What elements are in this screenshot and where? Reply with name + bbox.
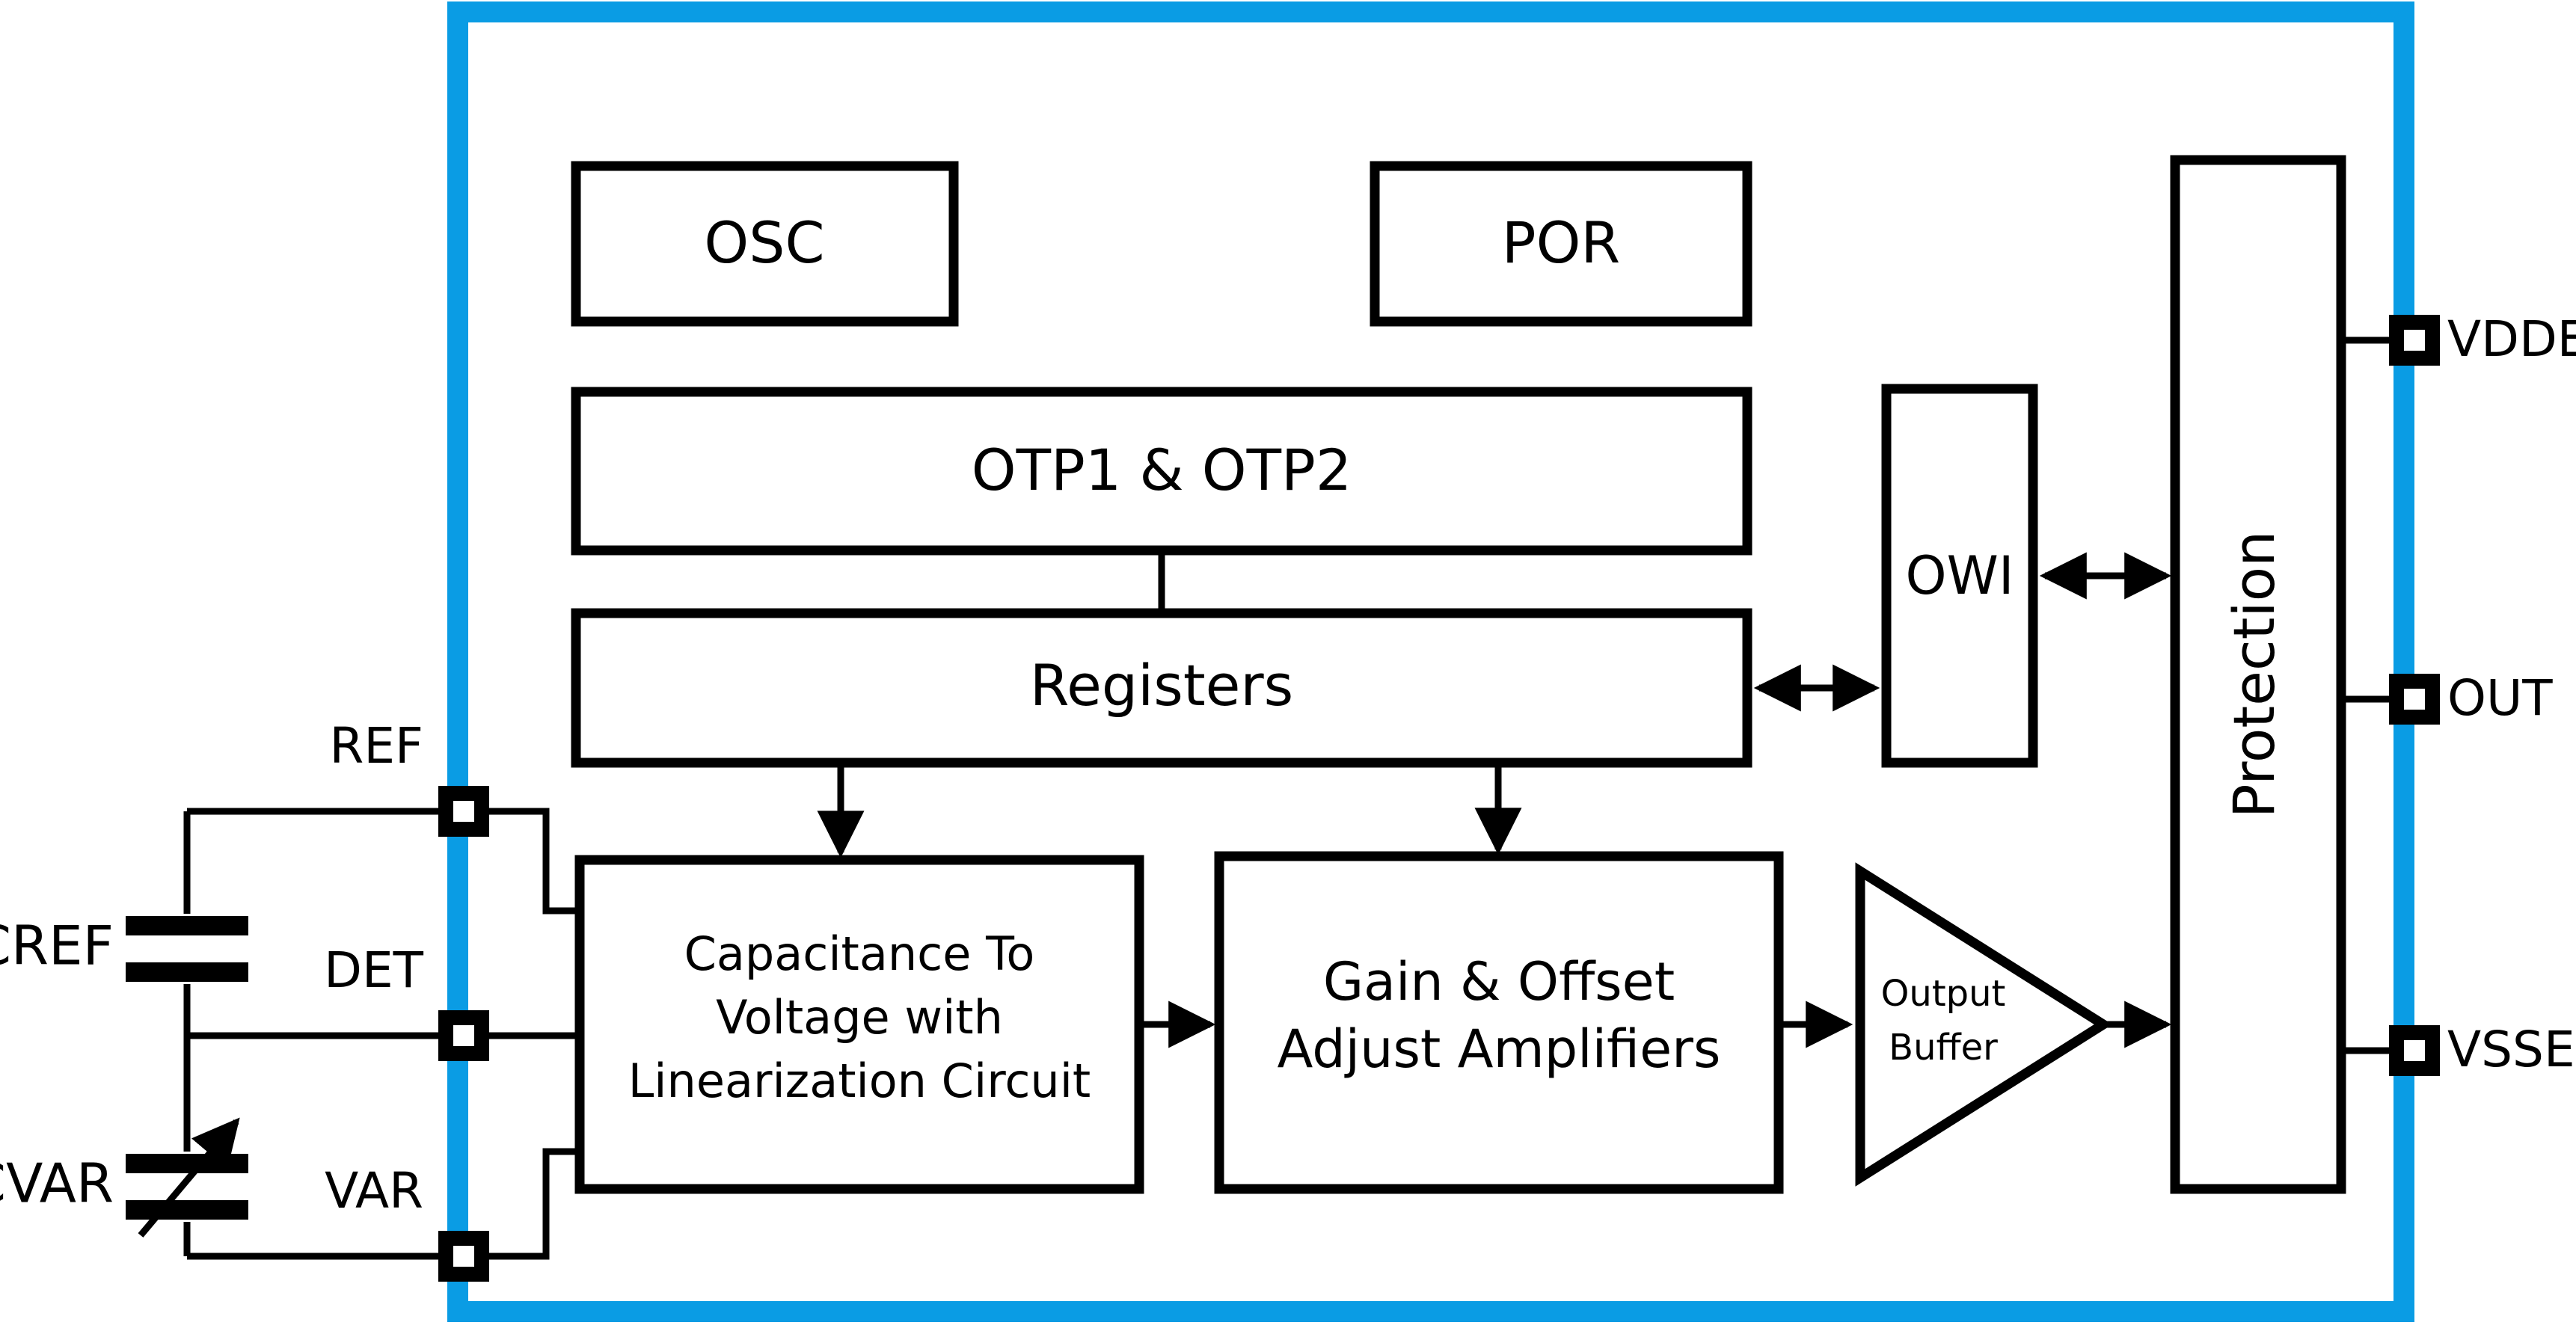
pin-det-label: DET: [324, 941, 424, 999]
block-c2v-label-line3: Linearization Circuit: [628, 1054, 1091, 1108]
cvar-label: CVAR: [0, 1152, 114, 1215]
pin-var-label: VAR: [325, 1162, 423, 1220]
block-gain-label-line2: Adjust Amplifiers: [1278, 1018, 1721, 1080]
wire-var-to-c2v: [489, 1148, 580, 1260]
pin-out[interactable]: [2389, 674, 2440, 725]
block-gain-offset[interactable]: [1214, 851, 1784, 1194]
block-registers-label: Registers: [1030, 652, 1294, 719]
block-buffer-label-line2: Buffer: [1889, 1027, 1998, 1069]
pin-vsse[interactable]: [2389, 1025, 2440, 1076]
cref-label: CREF: [0, 915, 114, 977]
block-otp[interactable]: [571, 387, 1752, 556]
pin-var[interactable]: [438, 1231, 489, 1282]
pin-out-label: OUT: [2447, 669, 2553, 727]
chip-boundary: [447, 1, 2414, 1322]
pin-det[interactable]: [438, 1010, 489, 1061]
block-gain-label-line1: Gain & Offset: [1323, 951, 1675, 1012]
wire-ref-to-c2v: [489, 808, 580, 915]
pin-vsse-label: VSSE: [2447, 1021, 2575, 1078]
block-owi[interactable]: [1881, 384, 2038, 768]
block-owi-label: OWI: [1906, 545, 2014, 606]
block-registers[interactable]: [571, 608, 1752, 768]
block-protection-label: Protection: [2221, 531, 2287, 819]
block-output-buffer[interactable]: [1855, 862, 2113, 1187]
pin-vdde-label: VDDE: [2447, 310, 2576, 368]
block-c2v-label-line1: Capacitance To: [684, 926, 1035, 981]
cvar-variability-arrow: [138, 1117, 240, 1238]
block-capacitance-to-voltage[interactable]: [574, 855, 1144, 1194]
block-osc-label: OSC: [704, 209, 824, 276]
block-osc[interactable]: [571, 161, 959, 327]
block-por-label: POR: [1502, 209, 1620, 276]
block-buffer-label-line1: Output: [1881, 973, 2006, 1015]
block-por[interactable]: [1370, 161, 1752, 327]
pin-ref[interactable]: [438, 786, 489, 837]
block-protection[interactable]: [2170, 155, 2346, 1194]
pin-vdde[interactable]: [2389, 315, 2440, 366]
block-otp-label: OTP1 & OTP2: [972, 437, 1352, 503]
pin-ref-label: REF: [329, 717, 423, 775]
block-c2v-label-line2: Voltage with: [716, 990, 1003, 1045]
